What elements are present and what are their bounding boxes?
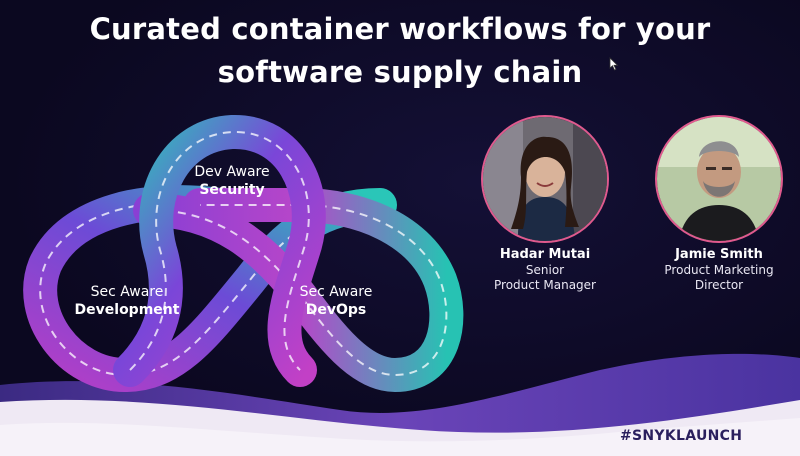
avatar [481, 115, 609, 243]
slide-title-line-1: Curated container workflows for your [89, 12, 711, 46]
devsecops-loop-diagram [23, 115, 464, 393]
speaker-photo-icon [657, 117, 781, 241]
loop-label-development-prefix: Sec Aware [90, 284, 164, 300]
loop-label-devops: Sec Aware DevOps [261, 283, 411, 319]
mouse-pointer-icon [609, 57, 619, 71]
loop-label-development: Sec Aware Development [52, 283, 202, 319]
event-hashtag: #SNYKLAUNCH [620, 428, 743, 444]
loop-label-security-main: Security [199, 182, 265, 198]
speaker-name: Jamie Smith [675, 247, 763, 262]
loop-label-devops-prefix: Sec Aware [299, 284, 373, 300]
loop-label-security-prefix: Dev Aware [194, 164, 270, 180]
loop-right-ring [133, 188, 464, 393]
loop-label-devops-main: DevOps [305, 302, 367, 318]
avatar [655, 115, 783, 243]
speaker-role-line-1: Senior [525, 263, 565, 277]
speaker-card: Jamie Smith Product Marketing Director [639, 115, 799, 293]
speaker-role-line-2: Product Manager [494, 278, 596, 292]
speaker-name: Hadar Mutai [499, 247, 591, 262]
loop-label-security: Dev Aware Security [157, 163, 307, 199]
slide-title: Curated container workflows for your sof… [40, 8, 760, 94]
loop-top-ring [113, 115, 326, 387]
slide-title-line-2: software supply chain [217, 55, 583, 89]
speaker-photo-icon [483, 117, 607, 241]
loop-label-development-main: Development [74, 302, 180, 318]
speaker-role-line-1: Product Marketing [664, 263, 774, 277]
speaker-card: Hadar Mutai Senior Product Manager [465, 115, 625, 293]
speaker-role-line-2: Director [694, 278, 744, 292]
